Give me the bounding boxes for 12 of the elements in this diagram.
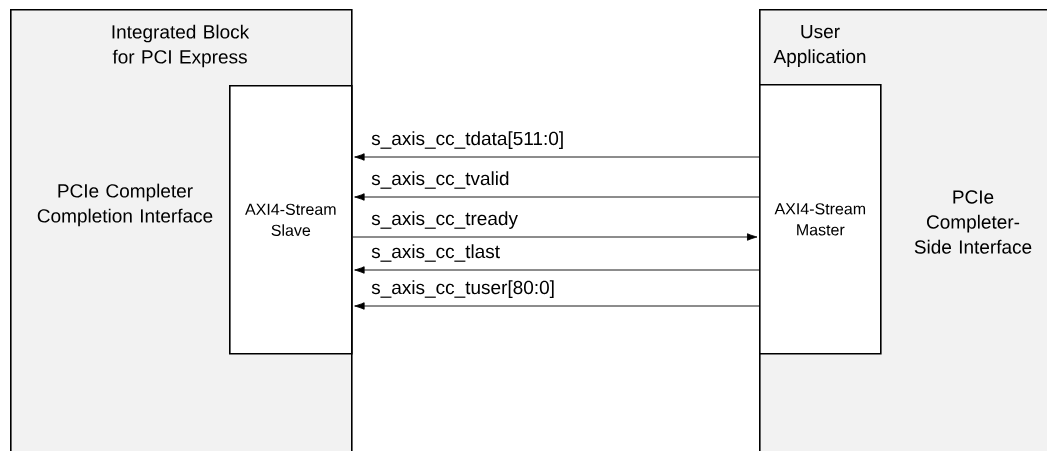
arrow xyxy=(354,302,760,310)
signal-label: s_axis_cc_tvalid xyxy=(370,170,511,190)
signal-label: s_axis_cc_tready xyxy=(370,210,519,230)
interface-box: AXI4-Stream Master xyxy=(759,84,882,355)
signal-label: s_axis_cc_tuser[80:0] xyxy=(370,279,556,299)
arrow xyxy=(354,266,760,274)
arrow xyxy=(352,233,758,241)
signal-label: s_axis_cc_tlast xyxy=(370,243,502,263)
signal-label: s_axis_cc_tdata[511:0] xyxy=(370,130,566,150)
arrow xyxy=(354,153,760,161)
interface-box: AXI4-Stream Slave xyxy=(229,85,353,355)
arrow xyxy=(354,193,760,201)
